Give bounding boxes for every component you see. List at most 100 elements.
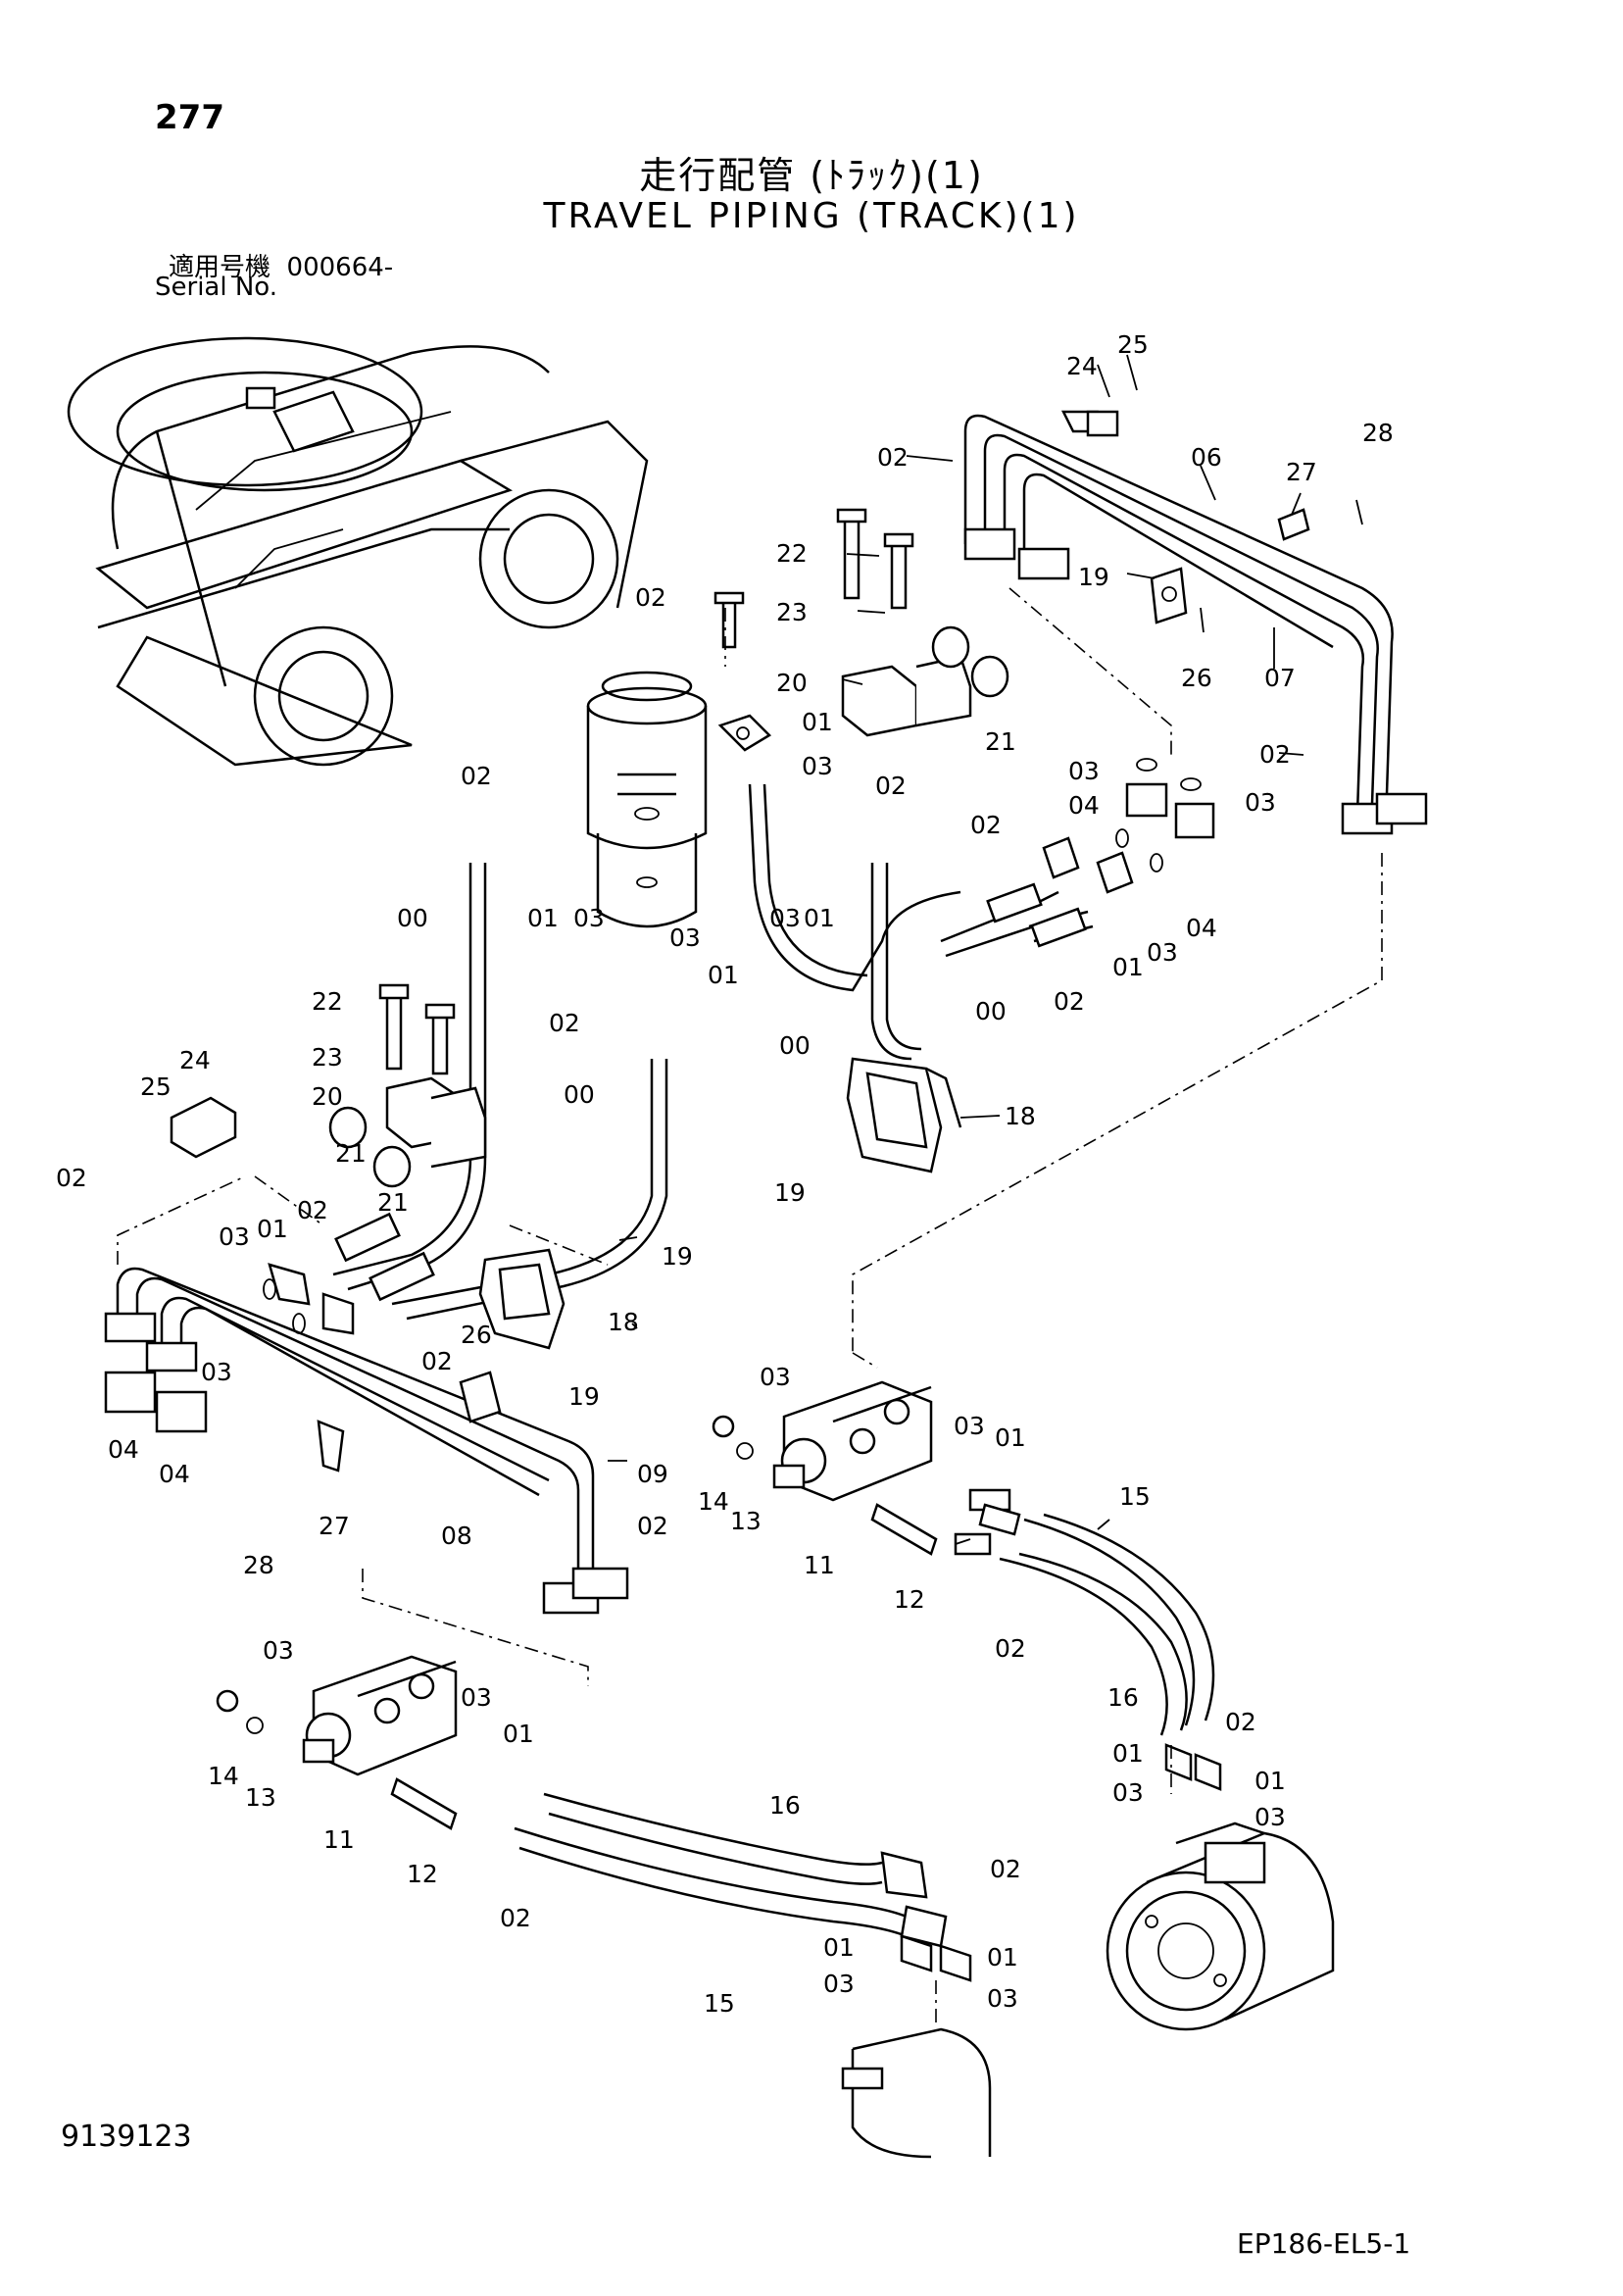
callout-03: 03: [1245, 788, 1276, 817]
callout-03: 03: [954, 1412, 985, 1440]
callout-03: 03: [987, 1984, 1018, 2013]
callout-26: 26: [461, 1321, 492, 1349]
callout-22: 22: [312, 987, 343, 1016]
left-center-flanges: [263, 1212, 435, 1335]
callout-15: 15: [704, 1989, 735, 2018]
callout-24: 24: [1066, 352, 1098, 380]
assembly-lines: [117, 587, 1383, 2024]
callout-03: 03: [802, 752, 833, 780]
callout-02: 02: [637, 1512, 668, 1540]
callout-03: 03: [823, 1970, 855, 1998]
callout-02: 02: [549, 1009, 580, 1037]
callout-01: 01: [527, 904, 559, 932]
callout-04: 04: [108, 1435, 139, 1464]
callout-22: 22: [776, 539, 808, 568]
callout-00: 00: [564, 1080, 595, 1109]
leader-lines: [608, 354, 1363, 1545]
callout-25: 25: [1117, 330, 1149, 359]
callout-09: 09: [637, 1460, 668, 1488]
callout-03: 03: [1147, 938, 1178, 967]
callout-01: 01: [708, 961, 739, 989]
bracket-18-upper: [846, 1057, 962, 1173]
callout-24: 24: [179, 1046, 211, 1074]
travel-motor-illustration: [1106, 1822, 1335, 2031]
callout-03: 03: [263, 1636, 294, 1665]
lower-fittings: [900, 1743, 1222, 1982]
callout-03: 03: [219, 1223, 250, 1251]
left-pipe-assembly: [104, 1267, 629, 1615]
center-joint-illustration: [586, 671, 708, 928]
callout-03: 03: [573, 904, 605, 932]
callout-labels: 24 25 02 06 27 28 22 19 02 23 26 07 20 0…: [56, 330, 1394, 2018]
bracket-18-lower: [478, 1248, 566, 1350]
callout-01: 01: [503, 1720, 534, 1748]
callout-19: 19: [1078, 563, 1109, 591]
serial-applicability: 適用号機 000664-: [169, 247, 393, 283]
callout-16: 16: [769, 1791, 801, 1820]
callout-08: 08: [441, 1522, 472, 1550]
callout-01: 01: [995, 1423, 1026, 1452]
callout-02: 02: [461, 762, 492, 790]
callout-02: 02: [990, 1855, 1021, 1883]
callout-01: 01: [823, 1933, 855, 1962]
callout-16: 16: [1107, 1683, 1139, 1712]
upper-fasteners: [713, 508, 1009, 752]
callout-02: 02: [1259, 740, 1291, 769]
callout-03: 03: [1254, 1803, 1286, 1831]
lower-hoses-15-16: [514, 1792, 948, 1948]
valve-block-lower: [216, 1655, 458, 1830]
document-number: 9139123: [61, 2120, 192, 2154]
callout-20: 20: [776, 669, 808, 697]
callout-01: 01: [1112, 953, 1144, 981]
callout-14: 14: [208, 1762, 239, 1790]
callout-01: 01: [804, 904, 835, 932]
callout-19: 19: [662, 1242, 693, 1271]
callout-03: 03: [669, 923, 701, 952]
callout-01: 01: [987, 1943, 1018, 1972]
serial-label-en: Serial No.: [155, 273, 277, 302]
left-clamp-group: [170, 983, 487, 1188]
callout-04: 04: [1068, 791, 1100, 820]
callout-19: 19: [568, 1382, 600, 1411]
callout-12: 12: [894, 1585, 925, 1614]
callout-03: 03: [760, 1363, 791, 1391]
callout-13: 13: [245, 1783, 276, 1812]
callout-02: 02: [877, 443, 909, 472]
callout-14: 14: [698, 1487, 729, 1516]
callout-27: 27: [1286, 458, 1317, 486]
serial-value: 000664-: [286, 253, 394, 282]
callout-03: 03: [201, 1358, 232, 1386]
callout-18: 18: [1005, 1102, 1036, 1130]
callout-11: 11: [804, 1551, 835, 1579]
page-number: 277: [155, 98, 224, 137]
upper-pipe-assembly: [963, 410, 1428, 835]
callout-02: 02: [970, 811, 1002, 839]
callout-02: 02: [635, 583, 666, 612]
right-flange-blocks: [1042, 758, 1215, 894]
callout-28: 28: [1362, 419, 1394, 447]
title-english: TRAVEL PIPING (TRACK)(1): [543, 196, 1080, 236]
callout-01: 01: [802, 708, 833, 736]
callout-02: 02: [500, 1904, 531, 1932]
callout-20: 20: [312, 1082, 343, 1111]
callout-01: 01: [1254, 1767, 1286, 1795]
callout-02: 02: [421, 1347, 453, 1375]
callout-02: 02: [56, 1164, 87, 1192]
callout-26: 26: [1181, 664, 1212, 692]
callout-00: 00: [397, 904, 428, 932]
callout-02: 02: [297, 1196, 328, 1224]
callout-03: 03: [461, 1683, 492, 1712]
right-hoses-15-16: [954, 1488, 1215, 1736]
callout-04: 04: [159, 1460, 190, 1488]
upper-hoses: [332, 783, 1094, 1321]
title-japanese: 走行配管 (ﾄﾗｯｸ)(1): [639, 154, 984, 197]
callout-02: 02: [875, 772, 907, 800]
callout-15: 15: [1119, 1482, 1151, 1511]
callout-11: 11: [323, 1825, 355, 1854]
serial-label-jp: 適用号機: [169, 253, 271, 282]
callout-01: 01: [257, 1215, 288, 1243]
callout-00: 00: [975, 997, 1007, 1025]
callout-12: 12: [407, 1860, 438, 1888]
callout-28: 28: [243, 1551, 274, 1579]
